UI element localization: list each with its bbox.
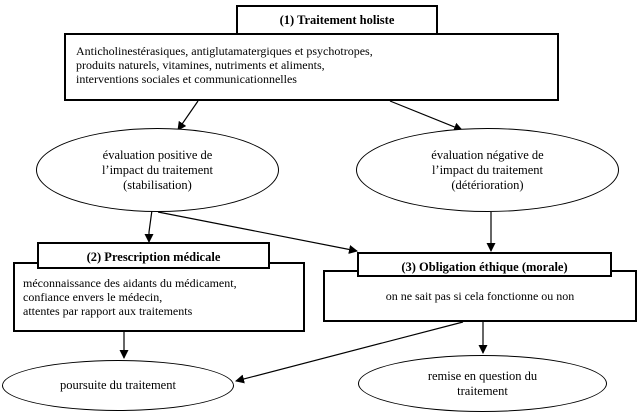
prescription-line-1: méconnaissance des aidants du médicament… [23, 276, 237, 290]
question-treatment-line-2: traitement [457, 383, 508, 398]
prescription-description: méconnaissance des aidants du médicament… [23, 276, 237, 318]
positive-evaluation-line-2: l’impact du traitement [101, 162, 214, 177]
question-treatment-line-1: remise en question du [427, 368, 538, 383]
negative-evaluation-line-2: l’impact du traitement [431, 162, 544, 177]
negative-evaluation-ellipse: évaluation négative de l’impact du trait… [356, 128, 619, 212]
ethical-obligation-description: on ne sait pas si cela fonctionne ou non [385, 289, 575, 303]
prescription-line-3: attentes par rapport aux traitements [23, 304, 193, 318]
arrow-box1-to-positive [177, 100, 199, 131]
prescription-title: (2) Prescription médicale [37, 242, 270, 269]
continue-treatment-label: poursuite du traitement [60, 378, 176, 392]
holistic-treatment-description: Anticholinestérasiques, antiglutamatergi… [76, 44, 373, 86]
continue-treatment-ellipse: poursuite du traitement [2, 360, 234, 411]
negative-evaluation-line-3: (détérioration) [451, 177, 524, 192]
negative-evaluation-line-1: évaluation négative de [431, 147, 544, 162]
ethical-obligation-box: on ne sait pas si cela fonctionne ou non [323, 270, 637, 322]
positive-evaluation-line-1: évaluation positive de [102, 147, 213, 162]
arrow-positive-to-prescription [144, 209, 158, 243]
positive-evaluation-ellipse: évaluation positive de l’impact du trait… [36, 128, 279, 212]
holistic-line-2: produits naturels, vitamines, nutriments… [76, 58, 325, 72]
prescription-box: méconnaissance des aidants du médicament… [13, 262, 305, 332]
arrow-positive-to-obligation [157, 211, 358, 254]
ethical-obligation-title: (3) Obligation éthique (morale) [357, 252, 612, 277]
question-treatment-ellipse: remise en question du traitement [358, 355, 607, 412]
arrow-box1-to-negative [389, 100, 463, 132]
holistic-line-3: interventions sociales et communicationn… [76, 72, 297, 86]
holistic-treatment-title: (1) Traitement holiste [236, 5, 438, 35]
prescription-line-2: confiance envers le médecin, [23, 290, 163, 304]
positive-evaluation-line-3: (stabilisation) [123, 177, 192, 192]
holistic-line-1: Anticholinestérasiques, antiglutamatergi… [76, 44, 373, 58]
arrow-obligation-to-continue [235, 321, 464, 384]
holistic-treatment-box: Anticholinestérasiques, antiglutamatergi… [64, 33, 559, 101]
